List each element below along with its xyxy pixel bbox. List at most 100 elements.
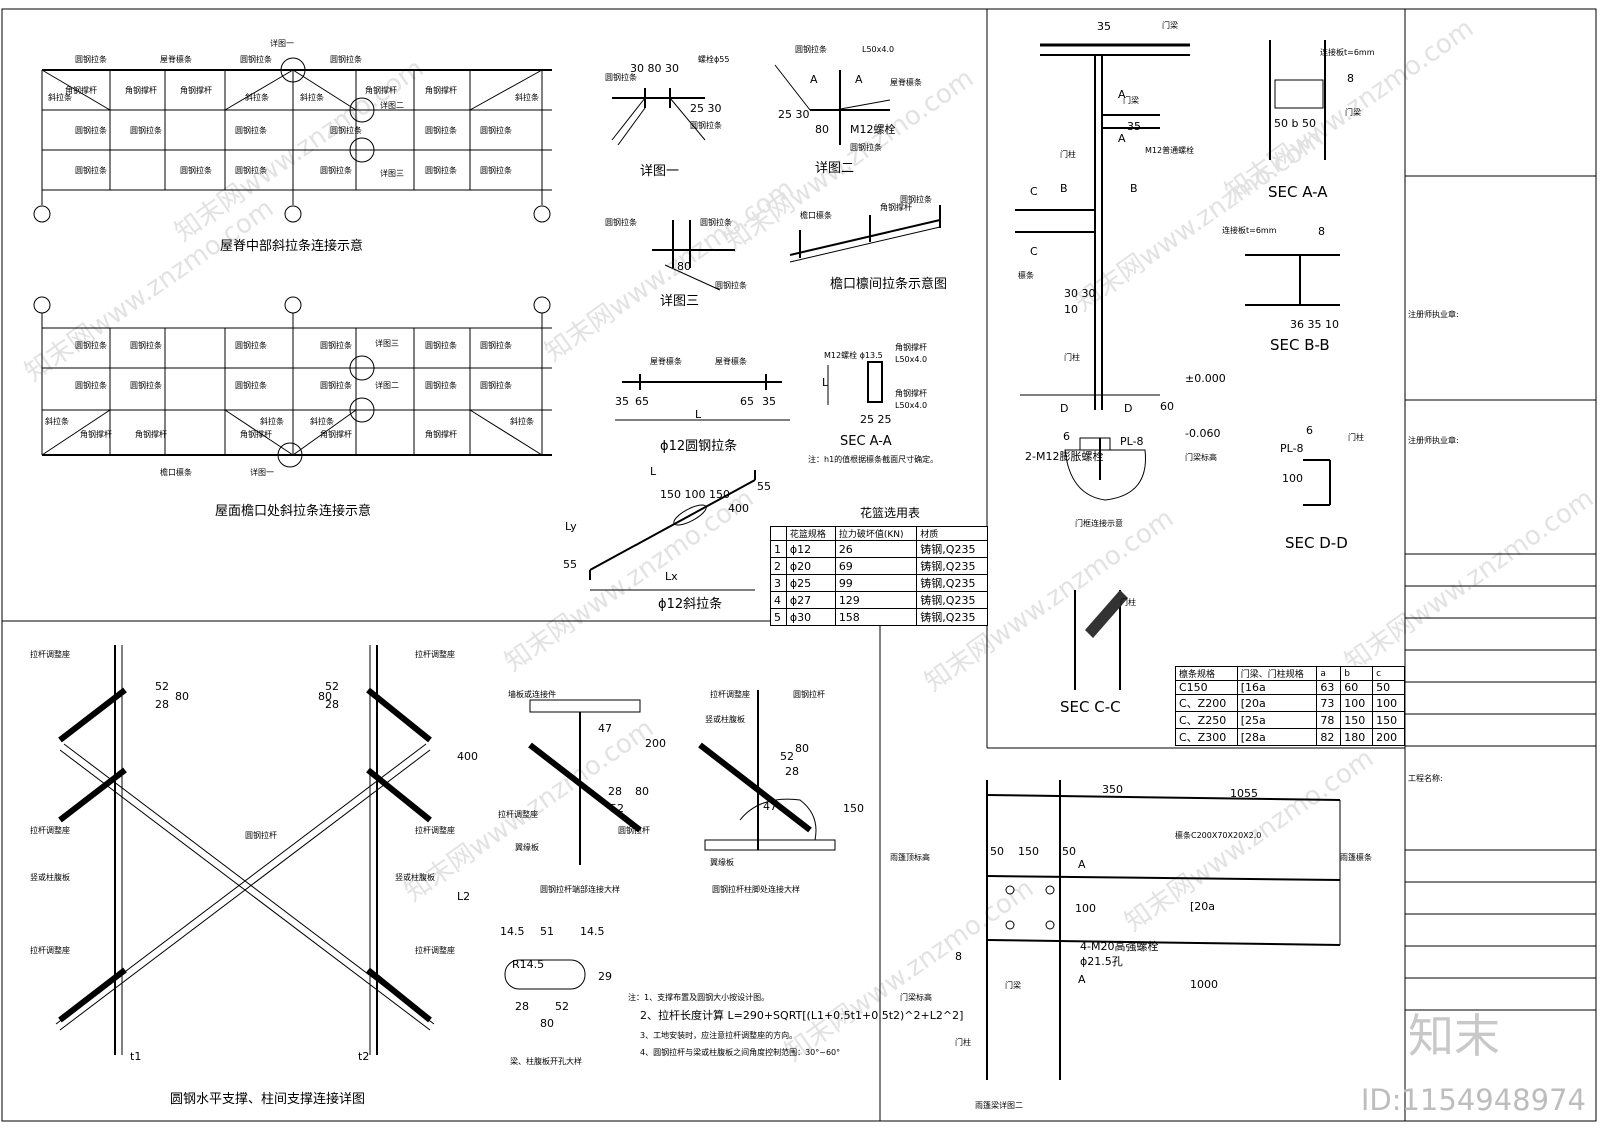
svg-text:47: 47 bbox=[763, 800, 777, 813]
svg-text:圆钢拉条: 圆钢拉条 bbox=[330, 54, 362, 64]
svg-text:圆钢拉条: 圆钢拉条 bbox=[425, 380, 457, 390]
svg-text:L50x4.0: L50x4.0 bbox=[895, 401, 927, 410]
svg-text:80: 80 bbox=[318, 690, 332, 703]
hua-table-title: 花篮选用表 bbox=[860, 506, 921, 520]
column-base-detail: 拉杆调整座 竖或柱腹板 圆钢拉杆 80 52 28 150 47 翼缘板 圆钢拉… bbox=[698, 689, 864, 894]
svg-text:门梁: 门梁 bbox=[1005, 980, 1021, 990]
svg-text:A: A bbox=[1118, 88, 1126, 101]
svg-text:圆钢拉条: 圆钢拉条 bbox=[235, 380, 267, 390]
sec-dd: 6 PL-8 门柱 100 SEC D-D bbox=[1280, 424, 1364, 552]
hua-table-cell: 1 bbox=[770, 540, 787, 558]
purlin-table-cell: [25a bbox=[1236, 711, 1318, 729]
hua-table-cell: 3 bbox=[770, 574, 787, 592]
svg-text:圆钢拉条: 圆钢拉条 bbox=[425, 125, 457, 135]
purlin-table-cell: 63 bbox=[1316, 680, 1342, 695]
svg-text:400: 400 bbox=[728, 502, 749, 515]
svg-text:50 b 50: 50 b 50 bbox=[1274, 117, 1316, 130]
svg-text:角钢撑杆: 角钢撑杆 bbox=[880, 202, 912, 212]
hua-table-header-cell: 拉力破坏值(KN) bbox=[834, 526, 918, 541]
purlin-table-cell: C、Z300 bbox=[1175, 728, 1238, 746]
svg-text:角钢撑杆: 角钢撑杆 bbox=[240, 429, 272, 439]
svg-text:圆钢拉条: 圆钢拉条 bbox=[75, 165, 107, 175]
purlin-table-header-cell: 门梁、门柱规格 bbox=[1236, 666, 1318, 681]
svg-text:8: 8 bbox=[1347, 72, 1354, 85]
purlin-table-header-cell: 檩条规格 bbox=[1175, 666, 1238, 681]
svg-text:角钢撑杆: 角钢撑杆 bbox=[425, 429, 457, 439]
svg-text:25 30: 25 30 bbox=[778, 108, 810, 121]
logo: 知末 bbox=[1408, 1009, 1500, 1063]
svg-text:80: 80 bbox=[540, 1017, 554, 1030]
detail-1: 30 80 30 螺栓ϕ55 圆钢拉条 25 30 圆钢拉条 详图一 bbox=[605, 54, 729, 179]
svg-text:圆钢拉条: 圆钢拉条 bbox=[320, 380, 352, 390]
svg-text:28: 28 bbox=[515, 1000, 529, 1013]
svg-text:详图一: 详图一 bbox=[250, 467, 274, 477]
purlin-table-cell: 200 bbox=[1372, 728, 1405, 746]
svg-text:连接板t=6mm: 连接板t=6mm bbox=[1222, 225, 1277, 235]
svg-text:拉杆调整座: 拉杆调整座 bbox=[30, 945, 70, 955]
svg-text:28: 28 bbox=[325, 698, 339, 711]
hua-table-cell: 4 bbox=[770, 591, 787, 609]
svg-text:拉杆调整座: 拉杆调整座 bbox=[30, 825, 70, 835]
svg-text:斜拉条: 斜拉条 bbox=[245, 92, 269, 102]
hua-table-header-row: 花篮规格拉力破坏值(KN)材质 bbox=[770, 526, 988, 541]
hua-table-cell: 5 bbox=[770, 608, 787, 626]
svg-text:圆钢拉条: 圆钢拉条 bbox=[235, 125, 267, 135]
svg-text:墙板或连接件: 墙板或连接件 bbox=[508, 689, 556, 699]
svg-text:52: 52 bbox=[610, 802, 624, 815]
svg-text:8: 8 bbox=[1318, 225, 1325, 238]
rod-tie: 屋脊檩条 屋脊檩条 35 65 65 35 L ϕ12圆钢拉条 bbox=[615, 356, 790, 454]
svg-text:ϕ21.5孔: ϕ21.5孔 bbox=[1080, 955, 1123, 968]
svg-text:角钢撑杆: 角钢撑杆 bbox=[895, 342, 927, 352]
svg-text:雨篷梁详图二: 雨篷梁详图二 bbox=[975, 1100, 1023, 1110]
hua-table-cell: 69 bbox=[834, 557, 918, 575]
purlin-table-cell: 73 bbox=[1316, 694, 1342, 712]
svg-text:35: 35 bbox=[1097, 20, 1111, 33]
svg-text:14.5: 14.5 bbox=[580, 925, 605, 938]
purlin-table-cell: C150 bbox=[1175, 680, 1238, 695]
purlin-table-cell: C、Z200 bbox=[1175, 694, 1238, 712]
purlin-table-cell: 78 bbox=[1316, 711, 1342, 729]
eave-purlin-tie: 檐口檩条 角钢撑杆 圆钢拉条 檐口檩间拉条示意图 bbox=[789, 194, 947, 292]
note-2: 2、拉杆长度计算 L=290+SQRT[(L1+0.5t1+0.5t2)^2+L… bbox=[640, 1008, 963, 1022]
svg-text:50: 50 bbox=[1062, 845, 1076, 858]
svg-text:圆钢拉条: 圆钢拉条 bbox=[480, 125, 512, 135]
svg-text:门柱: 门柱 bbox=[955, 1037, 971, 1047]
svg-text:30 80 30: 30 80 30 bbox=[630, 62, 679, 75]
svg-text:6: 6 bbox=[1306, 424, 1313, 437]
svg-text:门柱: 门柱 bbox=[1348, 432, 1364, 442]
svg-text:雨篷檩条: 雨篷檩条 bbox=[1340, 852, 1372, 862]
svg-text:28: 28 bbox=[155, 698, 169, 711]
hua-table-cell: ϕ30 bbox=[785, 608, 836, 626]
svg-text:-0.060: -0.060 bbox=[1185, 427, 1220, 440]
ridge-plan: 圆钢拉条 屋脊檩条 圆钢拉条 圆钢拉条 详图一 详图二 详图三 角钢撑杆 角钢撑… bbox=[33, 38, 552, 254]
svg-text:角钢撑杆: 角钢撑杆 bbox=[180, 85, 212, 95]
purlin-table-cell: 180 bbox=[1340, 728, 1374, 746]
svg-text:SEC A-A: SEC A-A bbox=[1268, 183, 1328, 201]
purlin-table-cell: 150 bbox=[1340, 711, 1374, 729]
hua-table-cell: ϕ27 bbox=[785, 591, 836, 609]
svg-text:檐口檩条: 檐口檩条 bbox=[160, 467, 192, 477]
svg-text:雨篷顶标高: 雨篷顶标高 bbox=[890, 852, 930, 862]
slot-hole-detail: 14.5 51 14.5 R14.5 29 28 52 80 梁、柱腹板开孔大样 bbox=[500, 925, 612, 1066]
purlin-table-cell: 150 bbox=[1372, 711, 1405, 729]
purlin-table-cell: [28a bbox=[1236, 728, 1318, 746]
svg-text:C: C bbox=[1030, 185, 1038, 198]
svg-text:A: A bbox=[1078, 973, 1086, 986]
sec-cc: 门柱 SEC C-C bbox=[1060, 590, 1136, 716]
eave-plan: 圆钢拉条 圆钢拉条 圆钢拉条 圆钢拉条 圆钢拉条 圆钢拉条 详图三 详图二 详图… bbox=[33, 296, 552, 519]
svg-text:L50x4.0: L50x4.0 bbox=[862, 45, 894, 54]
svg-text:30 30: 30 30 bbox=[1064, 287, 1096, 300]
svg-text:角钢撑杆: 角钢撑杆 bbox=[125, 85, 157, 95]
svg-text:B: B bbox=[1130, 182, 1138, 195]
svg-text:[20a: [20a bbox=[1190, 900, 1215, 913]
svg-text:拉杆调整座: 拉杆调整座 bbox=[30, 649, 70, 659]
svg-text:圆钢拉条: 圆钢拉条 bbox=[320, 165, 352, 175]
svg-text:角钢撑杆: 角钢撑杆 bbox=[320, 429, 352, 439]
svg-text:ϕ12斜拉条: ϕ12斜拉条 bbox=[658, 596, 722, 612]
svg-text:详图二: 详图二 bbox=[375, 380, 399, 390]
hua-table-cell: 158 bbox=[834, 608, 918, 626]
